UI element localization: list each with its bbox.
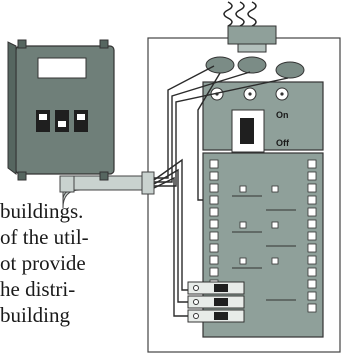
breaker-column-right [307, 159, 317, 313]
body-text-line-5: building [0, 303, 71, 327]
meter-window [37, 57, 87, 79]
lug-right [275, 61, 305, 79]
conduit-connector [141, 171, 155, 195]
panel-branch-section [202, 152, 324, 338]
entrance-fitting [227, 25, 277, 45]
body-text-line-2: of the util- [0, 225, 89, 249]
service-cable [223, 1, 257, 27]
off-label: Off [276, 138, 290, 148]
added-breakers [187, 281, 245, 323]
lug-center [237, 56, 267, 74]
on-label: On [276, 110, 289, 120]
wires [153, 65, 289, 317]
breaker-center-slots [239, 185, 279, 265]
bus-bar [232, 195, 296, 301]
body-text-line-3: ot provide [0, 251, 86, 275]
transfer-switch-box [7, 39, 115, 181]
panel-main-section [202, 81, 324, 153]
conduit-body [59, 175, 75, 193]
body-text-line-1: buildings. [0, 199, 84, 223]
lug-left [205, 56, 235, 74]
main-breaker-switch [240, 118, 254, 144]
body-text-line-4: he distri- [0, 277, 76, 301]
breaker-column-left [209, 159, 219, 289]
